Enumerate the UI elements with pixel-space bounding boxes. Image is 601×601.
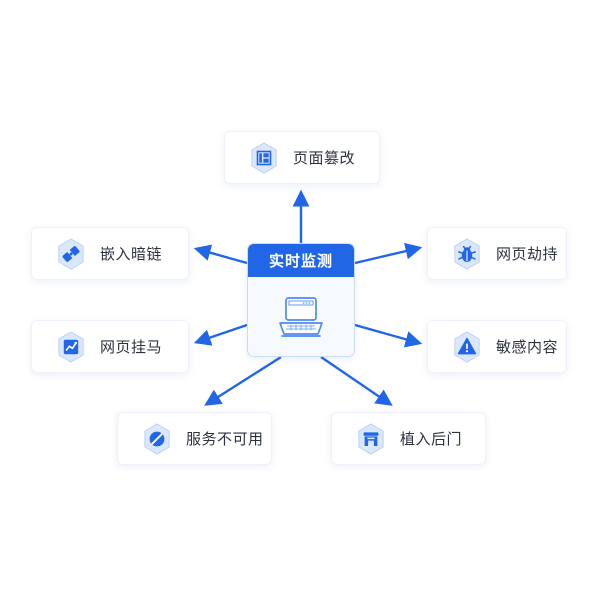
laptop-icon	[279, 297, 323, 337]
node-label: 敏感内容	[496, 339, 559, 356]
node-label: 页面篡改	[293, 150, 356, 167]
node-label: 网页劫持	[496, 246, 559, 263]
page-layout-icon	[251, 141, 277, 174]
node-label: 服务不可用	[186, 431, 264, 448]
bug-icon	[454, 237, 480, 270]
arrow-to-embedded-darklink	[193, 244, 248, 265]
node-webpage-trojan[interactable]: 网页挂马	[31, 320, 189, 373]
center-node-title: 实时监测	[268, 253, 333, 270]
node-label: 嵌入暗链	[100, 246, 163, 263]
backdoor-gate-icon	[358, 422, 384, 455]
arrow-to-implanted-backdoor	[320, 356, 393, 406]
node-service-unavailable[interactable]: 服务不可用	[117, 412, 272, 465]
center-node-body	[248, 277, 354, 356]
arrow-to-webpage-trojan	[193, 323, 248, 346]
node-label: 植入后门	[400, 431, 463, 448]
node-sensitive-content[interactable]: 敏感内容	[427, 320, 567, 373]
arrow-to-service-unavailable	[204, 355, 282, 406]
node-embedded-darklink[interactable]: 嵌入暗链	[31, 227, 189, 280]
node-implanted-backdoor[interactable]: 植入后门	[331, 412, 486, 465]
arrow-to-sensitive-content	[354, 323, 423, 348]
dark-link-icon	[58, 237, 84, 270]
node-label: 网页挂马	[100, 339, 163, 356]
node-page-tamper[interactable]: 页面篡改	[224, 131, 380, 184]
prohibition-icon	[144, 422, 170, 455]
center-node-real-time-monitoring[interactable]: 实时监测	[247, 243, 355, 357]
trend-chart-icon	[58, 330, 84, 363]
arrow-to-webpage-hijack	[354, 242, 423, 265]
center-node-header: 实时监测	[248, 244, 354, 277]
warning-triangle-icon	[454, 330, 480, 363]
node-webpage-hijack[interactable]: 网页劫持	[427, 227, 567, 280]
